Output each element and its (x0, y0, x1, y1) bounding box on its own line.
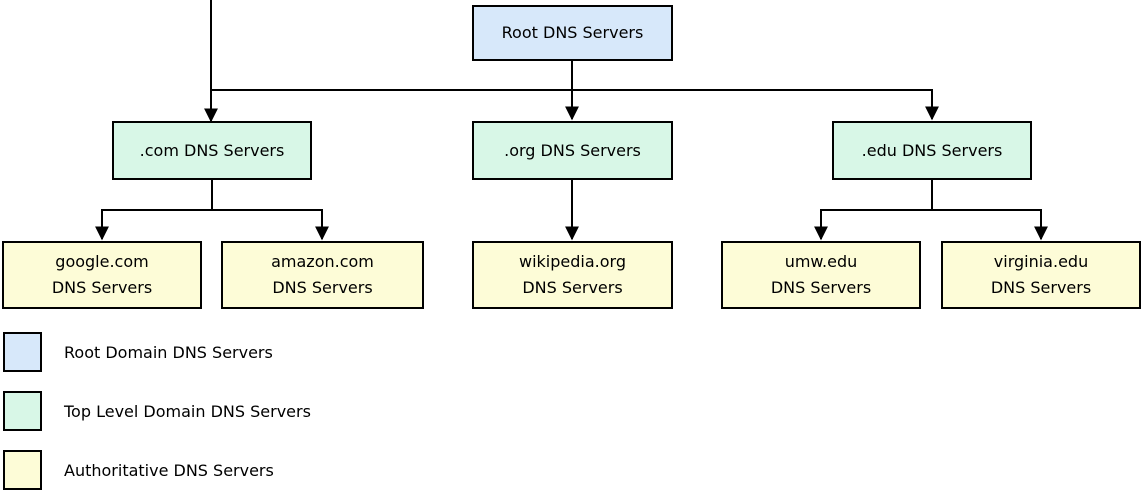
node-label-line2: DNS Servers (990, 278, 1092, 297)
legend-item-top-level-domain: Top Level Domain DNS Servers (3, 391, 311, 431)
node-label-line2: DNS Servers (51, 278, 153, 297)
node-label: .edu DNS Servers (861, 140, 1003, 160)
node-label-line1: virginia.edu (993, 252, 1089, 272)
node-label-line1: umw.edu (784, 252, 858, 272)
node-label-line1: amazon.com (271, 252, 374, 272)
node-amazon-com-dns-servers: amazon.com DNS Servers (221, 241, 424, 309)
node-com-dns-servers: .com DNS Servers (112, 121, 312, 180)
node-org-dns-servers: .org DNS Servers (472, 121, 673, 180)
node-label-line2: DNS Servers (522, 278, 623, 297)
node-label: Root DNS Servers (501, 23, 644, 43)
node-label-line1: google.com (55, 252, 149, 272)
legend-swatch-top-level-domain (3, 391, 42, 431)
legend-label-top-level-domain: Top Level Domain DNS Servers (64, 401, 311, 421)
node-label: .com DNS Servers (139, 140, 285, 160)
legend-item-root-domain: Root Domain DNS Servers (3, 332, 273, 372)
node-virginia-edu-dns-servers: virginia.edu DNS Servers (941, 241, 1141, 309)
node-label-line2: DNS Servers (272, 278, 373, 297)
node-umw-edu-dns-servers: umw.edu DNS Servers (721, 241, 921, 309)
node-label: .org DNS Servers (504, 140, 641, 160)
legend-swatch-root-domain (3, 332, 42, 372)
legend-swatch-authoritative (3, 450, 42, 490)
legend-item-authoritative: Authoritative DNS Servers (3, 450, 274, 490)
node-edu-dns-servers: .edu DNS Servers (832, 121, 1032, 180)
node-label-line1: wikipedia.org (519, 252, 626, 272)
legend-label-root-domain: Root Domain DNS Servers (64, 342, 273, 362)
legend-label-authoritative: Authoritative DNS Servers (64, 460, 274, 480)
node-google-com-dns-servers: google.com DNS Servers (2, 241, 202, 309)
node-label-line2: DNS Servers (770, 278, 872, 297)
node-root-dns-servers: Root DNS Servers (472, 5, 673, 61)
node-wikipedia-org-dns-servers: wikipedia.org DNS Servers (472, 241, 673, 309)
